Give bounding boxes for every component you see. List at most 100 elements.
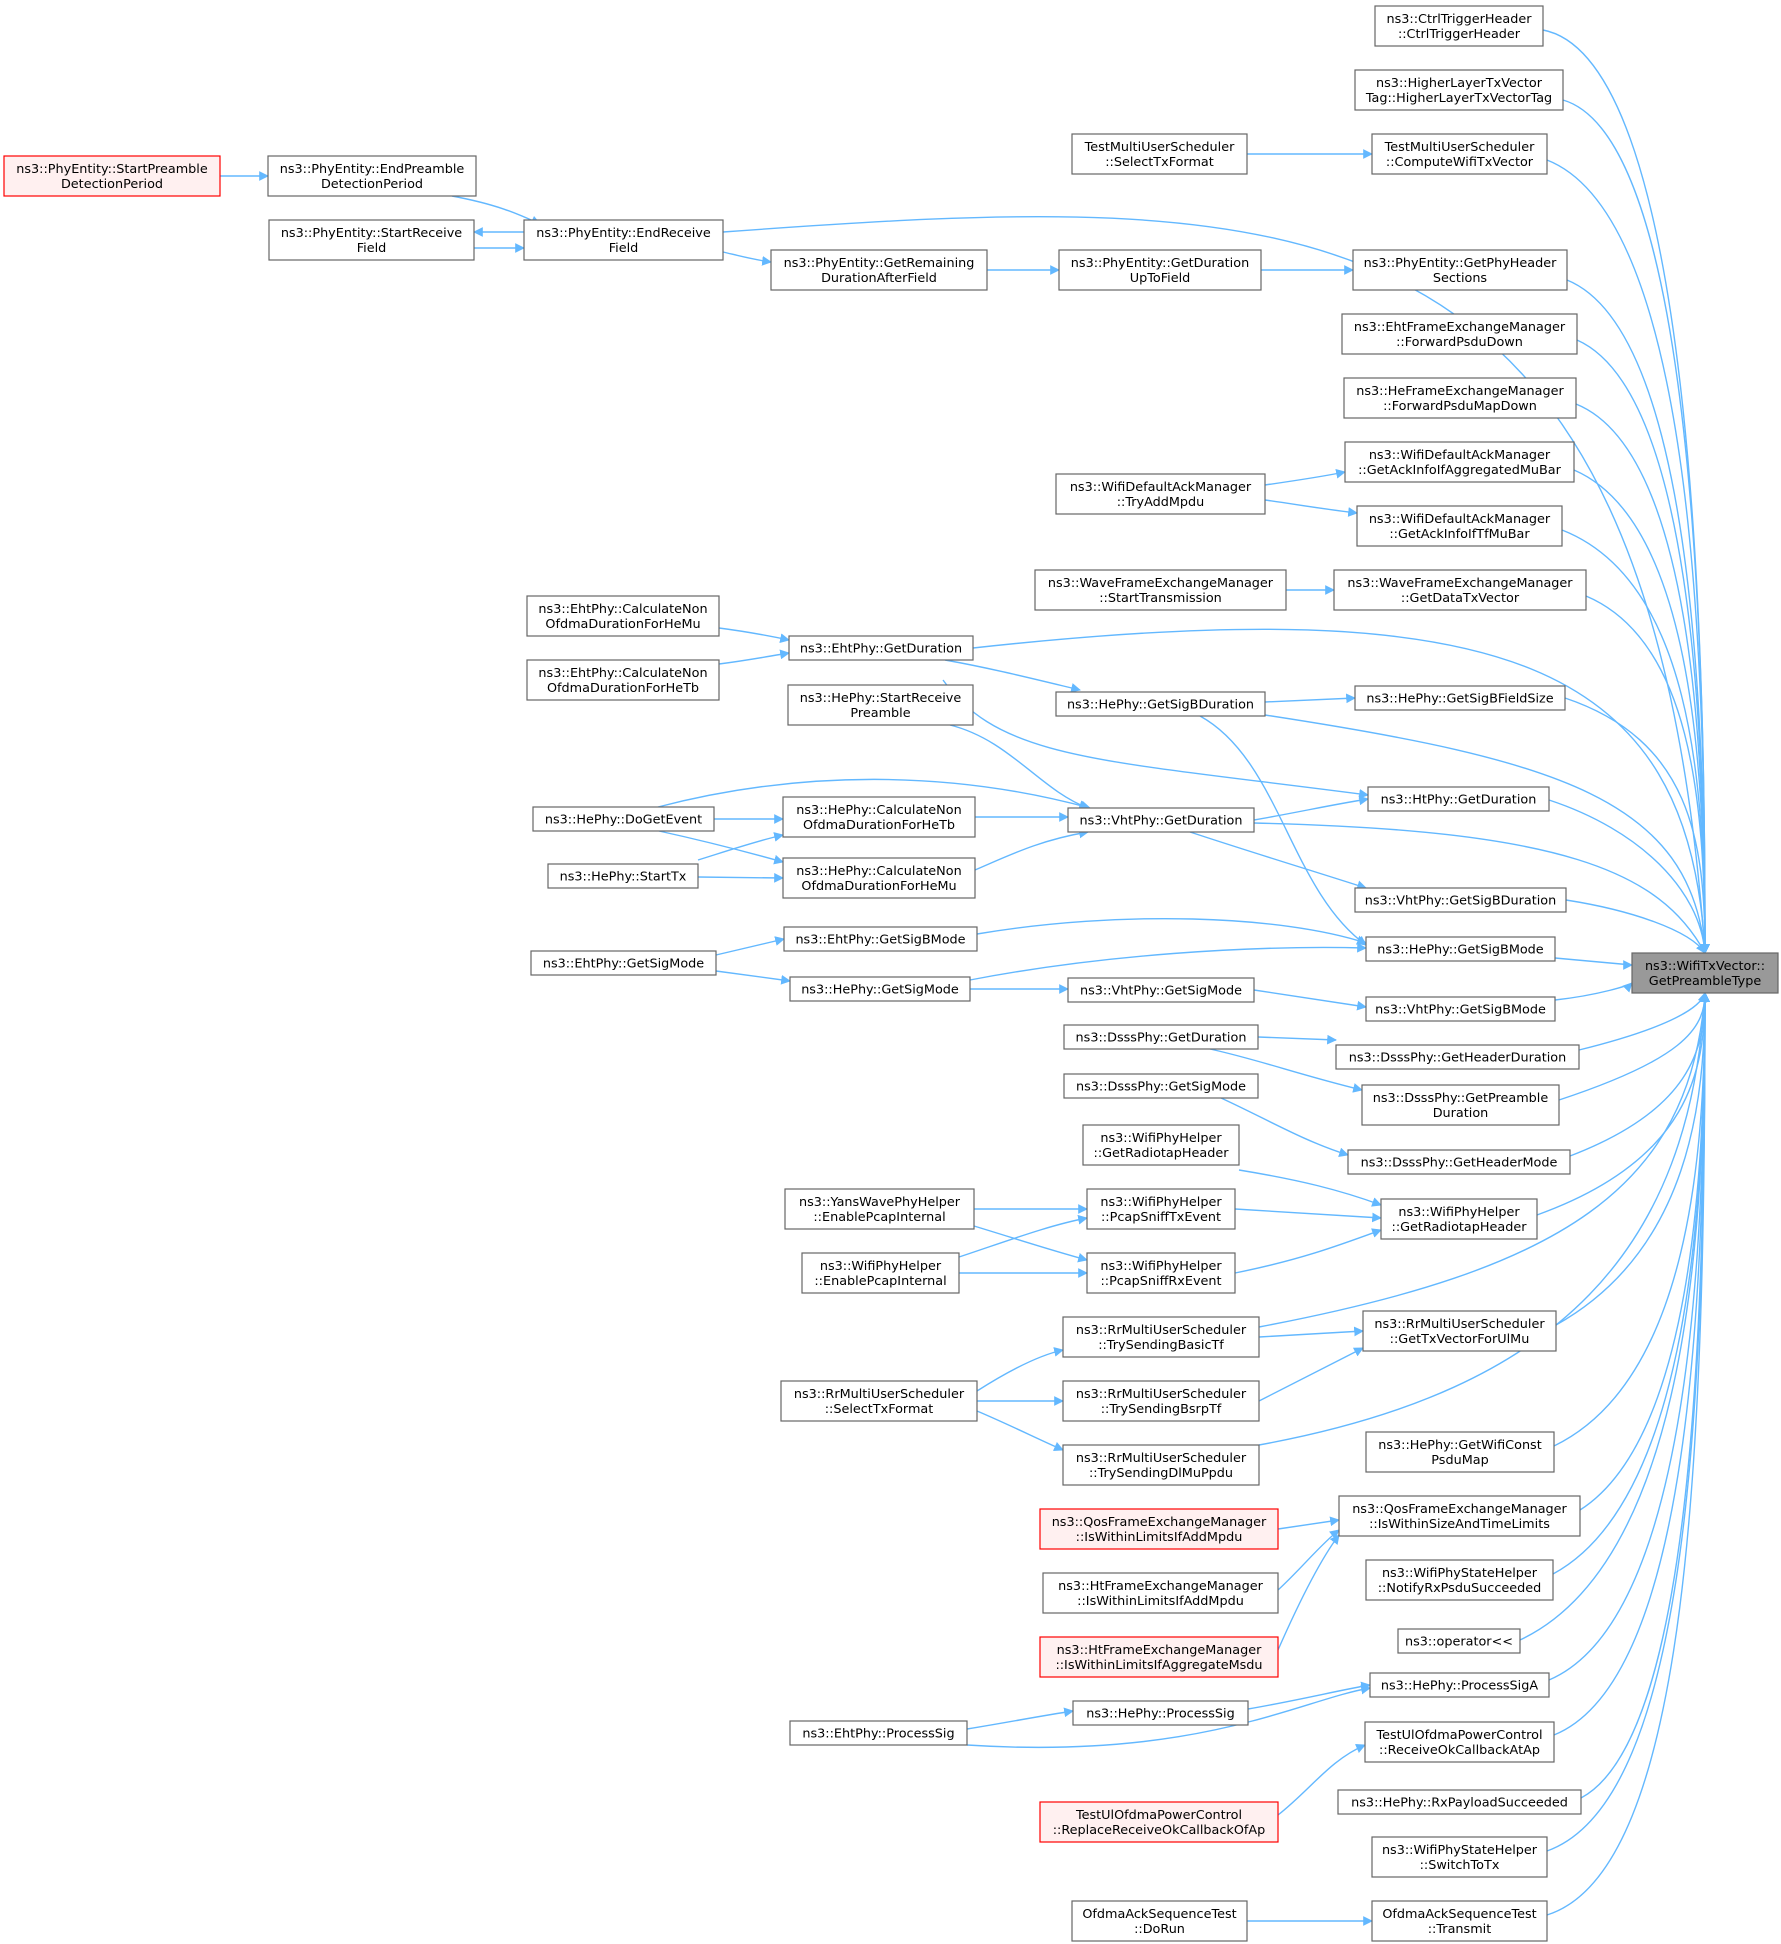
node-box: [1062, 1380, 1260, 1422]
function-node[interactable]: ns3::WaveFrameExchangeManager::StartTran…: [1034, 569, 1287, 611]
function-node[interactable]: ns3::HtFrameExchangeManager::IsWithinLim…: [1042, 1572, 1279, 1614]
call-edge: [1579, 992, 1710, 1511]
function-node[interactable]: ns3::DsssPhy::GetHeaderDuration: [1335, 1044, 1580, 1070]
node-box: [1371, 1900, 1548, 1942]
function-node[interactable]: ns3::RrMultiUserScheduler::TrySendingBsr…: [1062, 1380, 1260, 1422]
node-label: ns3::HigherLayerTxVector: [1376, 76, 1543, 91]
function-node[interactable]: ns3::HtFrameExchangeManager::IsWithinLim…: [1039, 1636, 1279, 1678]
function-node[interactable]: ns3::EhtPhy::CalculateNonOfdmaDurationFo…: [526, 595, 720, 637]
function-node[interactable]: ns3::WifiDefaultAckManager::TryAddMpdu: [1055, 473, 1266, 515]
function-node[interactable]: ns3::HePhy::ProcessSig: [1072, 1700, 1249, 1726]
node-label: ns3::HePhy::ProcessSig: [1086, 1707, 1234, 1722]
function-node[interactable]: TestMultiUserScheduler::SelectTxFormat: [1071, 133, 1248, 175]
function-node[interactable]: ns3::YansWavePhyHelper::EnablePcapIntern…: [784, 1188, 975, 1230]
node-box: [1058, 249, 1262, 291]
root-node[interactable]: ns3::WifiTxVector::GetPreambleType: [1631, 952, 1779, 994]
function-node[interactable]: ns3::PhyEntity::EndPreambleDetectionPeri…: [267, 155, 477, 197]
node-box: [1343, 377, 1577, 419]
function-node[interactable]: ns3::WifiPhyHelper::EnablePcapInternal: [801, 1252, 960, 1294]
node-box: [780, 1380, 978, 1422]
function-node[interactable]: TestMultiUserScheduler::ComputeWifiTxVec…: [1371, 133, 1548, 175]
function-node[interactable]: ns3::WifiPhyHelper::GetRadiotapHeader: [1082, 1124, 1240, 1166]
function-node[interactable]: ns3::HeFrameExchangeManager::ForwardPsdu…: [1343, 377, 1577, 419]
function-node[interactable]: ns3::EhtPhy::GetDuration: [788, 635, 974, 661]
function-node[interactable]: ns3::WifiPhyStateHelper::NotifyRxPsduSuc…: [1365, 1559, 1554, 1601]
node-label: DetectionPeriod: [321, 177, 423, 192]
node-label: ns3::HtFrameExchangeManager: [1057, 1643, 1262, 1658]
node-label: ::GetAckInfoIfAggregatedMuBar: [1358, 463, 1562, 478]
function-node[interactable]: ns3::HigherLayerTxVectorTag::HigherLayer…: [1354, 69, 1564, 111]
function-node[interactable]: ns3::DsssPhy::GetHeaderMode: [1347, 1149, 1571, 1175]
node-label: ns3::RrMultiUserScheduler: [794, 1387, 965, 1402]
function-node[interactable]: ns3::QosFrameExchangeManager::IsWithinLi…: [1039, 1508, 1279, 1550]
function-node[interactable]: ns3::DsssPhy::GetDuration: [1063, 1024, 1259, 1050]
node-label: ::GetAckInfoIfTfMuBar: [1389, 527, 1530, 542]
function-node[interactable]: ns3::QosFrameExchangeManager::IsWithinSi…: [1338, 1495, 1581, 1537]
function-node[interactable]: ns3::VhtPhy::GetSigMode: [1067, 977, 1255, 1003]
function-node[interactable]: ns3::CtrlTriggerHeader::CtrlTriggerHeade…: [1374, 5, 1544, 47]
function-node[interactable]: ns3::HePhy::DoGetEvent: [532, 806, 715, 832]
function-node[interactable]: ns3::DsssPhy::GetSigMode: [1063, 1073, 1259, 1099]
function-node[interactable]: ns3::WifiPhyStateHelper::SwitchToTx: [1371, 1836, 1548, 1878]
function-node[interactable]: ns3::RrMultiUserScheduler::TrySendingBas…: [1062, 1316, 1260, 1358]
function-node[interactable]: ns3::PhyEntity::StartPreambleDetectionPe…: [3, 155, 221, 197]
function-node[interactable]: ns3::HePhy::StartTx: [547, 863, 699, 889]
function-node[interactable]: ns3::EhtPhy::GetSigBMode: [783, 926, 978, 952]
function-node[interactable]: ns3::HePhy::CalculateNonOfdmaDurationFor…: [782, 857, 976, 899]
edges-layer: [220, 29, 1710, 1926]
node-label: ::GetRadiotapHeader: [1392, 1220, 1528, 1235]
function-node[interactable]: ns3::HtPhy::GetDuration: [1367, 786, 1550, 812]
function-node[interactable]: ns3::RrMultiUserScheduler::GetTxVectorFo…: [1362, 1310, 1557, 1352]
function-node[interactable]: ns3::RrMultiUserScheduler::TrySendingDlM…: [1062, 1444, 1260, 1486]
function-node[interactable]: ns3::HePhy::GetSigBFieldSize: [1354, 685, 1566, 711]
function-node[interactable]: OfdmaAckSequenceTest::Transmit: [1371, 1900, 1548, 1942]
node-label: ns3::EhtPhy::CalculateNon: [538, 666, 707, 681]
function-node[interactable]: ns3::EhtFrameExchangeManager::ForwardPsd…: [1341, 313, 1578, 355]
call-edge: [1580, 992, 1710, 1799]
function-node[interactable]: ns3::PhyEntity::GetRemainingDurationAfte…: [770, 249, 988, 291]
function-node[interactable]: ns3::VhtPhy::GetDuration: [1067, 807, 1255, 833]
function-node[interactable]: ns3::HePhy::CalculateNonOfdmaDurationFor…: [782, 796, 976, 838]
node-box: [1034, 569, 1287, 611]
node-label: OfdmaAckSequenceTest: [1082, 1907, 1236, 1922]
node-label: ns3::WifiDefaultAckManager: [1070, 480, 1252, 495]
function-node[interactable]: ns3::EhtPhy::GetSigMode: [530, 950, 717, 976]
call-edge: [1564, 697, 1710, 954]
function-node[interactable]: ns3::operator<<: [1397, 1628, 1521, 1654]
function-node[interactable]: ns3::EhtPhy::ProcessSig: [789, 1720, 968, 1746]
function-node[interactable]: ns3::WifiDefaultAckManager::GetAckInfoIf…: [1344, 441, 1575, 483]
node-label: ::CtrlTriggerHeader: [1398, 27, 1521, 42]
node-label: ns3::DsssPhy::GetPreamble: [1373, 1091, 1549, 1106]
function-node[interactable]: ns3::WifiPhyHelper::PcapSniffTxEvent: [1086, 1188, 1236, 1230]
function-node[interactable]: ns3::HePhy::RxPayloadSucceeded: [1337, 1789, 1582, 1815]
function-node[interactable]: ns3::WifiDefaultAckManager::GetAckInfoIf…: [1356, 505, 1563, 547]
function-node[interactable]: ns3::VhtPhy::GetSigBMode: [1365, 996, 1556, 1022]
function-node[interactable]: ns3::WifiPhyHelper::PcapSniffRxEvent: [1086, 1252, 1236, 1294]
function-node[interactable]: ns3::HePhy::GetSigBDuration: [1055, 691, 1266, 717]
node-label: ::IsWithinLimitsIfAddMpdu: [1076, 1530, 1243, 1545]
node-label: ::SelectTxFormat: [1105, 155, 1214, 170]
function-node[interactable]: ns3::WaveFrameExchangeManager::GetDataTx…: [1333, 569, 1587, 611]
function-node[interactable]: ns3::VhtPhy::GetSigBDuration: [1354, 887, 1567, 913]
function-node[interactable]: ns3::HePhy::GetSigMode: [789, 976, 971, 1002]
node-box: [523, 219, 724, 261]
function-node[interactable]: ns3::RrMultiUserScheduler::SelectTxForma…: [780, 1380, 978, 1422]
function-node[interactable]: TestUlOfdmaPowerControl::ReplaceReceiveO…: [1039, 1801, 1279, 1843]
node-label: ns3::HtPhy::GetDuration: [1381, 793, 1537, 808]
node-label: ::IsWithinSizeAndTimeLimits: [1369, 1517, 1550, 1532]
function-node[interactable]: ns3::EhtPhy::CalculateNonOfdmaDurationFo…: [526, 659, 720, 701]
function-node[interactable]: ns3::HePhy::ProcessSigA: [1369, 1672, 1550, 1698]
function-node[interactable]: OfdmaAckSequenceTest::DoRun: [1071, 1900, 1248, 1942]
function-node[interactable]: ns3::WifiPhyHelper::GetRadiotapHeader: [1380, 1198, 1538, 1240]
call-edge: [976, 1347, 1064, 1392]
function-node[interactable]: TestUlOfdmaPowerControl::ReceiveOkCallba…: [1364, 1721, 1555, 1763]
node-label: OfdmaAckSequenceTest: [1382, 1907, 1536, 1922]
function-node[interactable]: ns3::HePhy::GetSigBMode: [1365, 936, 1556, 962]
